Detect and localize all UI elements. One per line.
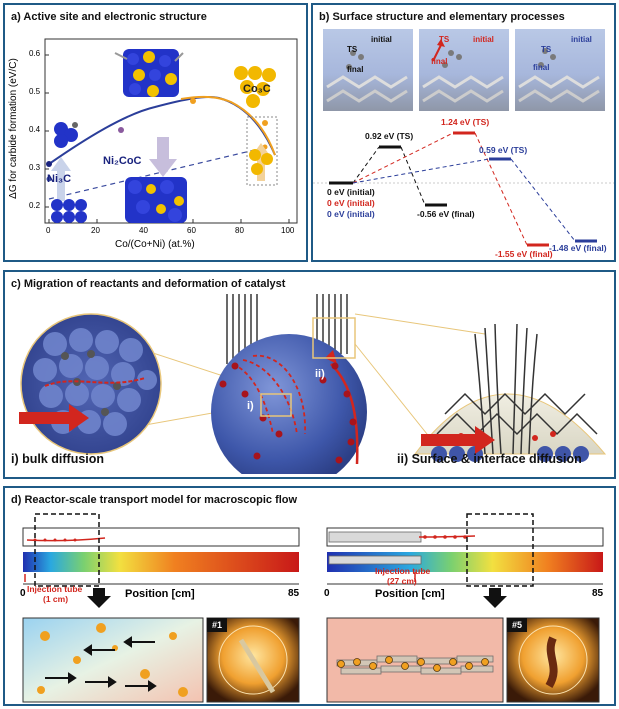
panel-d: d) Reactor-scale transport model for mac…	[3, 486, 616, 706]
left-reactor-tube	[22, 527, 300, 547]
x-tick-100: 100	[281, 226, 295, 235]
left-axis-end: 85	[288, 588, 300, 599]
carbide-formation-plot	[44, 38, 298, 224]
left-injection-label: Injection tube	[27, 584, 83, 594]
panel-b-title: b) Surface structure and elementary proc…	[319, 11, 565, 23]
img3-ts: TS	[541, 45, 552, 54]
img2-initial: initial	[473, 35, 494, 44]
left-axis-start: 0	[20, 588, 26, 599]
x-axis-label: Co/(Co+Ni) (at.%)	[115, 239, 195, 250]
right-injection-value: (27 cm)	[387, 576, 417, 586]
data-point-ni3c	[46, 161, 52, 167]
panel-b: b) Surface structure and elementary proc…	[311, 3, 616, 262]
label-final-black: -0.56 eV (final)	[417, 209, 475, 219]
data-point-co3c	[262, 120, 268, 126]
label-init-black: 0 eV (initial)	[327, 187, 375, 197]
x-tick-20: 20	[91, 226, 100, 235]
y-tick-0.5: 0.5	[29, 87, 41, 96]
img2-final: final	[431, 57, 448, 66]
panel-c: c) Migration of reactants and deformatio…	[3, 270, 616, 479]
panel-c-illustration	[19, 294, 607, 474]
marker-ii: ii)	[315, 368, 325, 380]
left-photo-tag: #1	[212, 620, 223, 630]
right-down-arrow	[483, 588, 507, 608]
cluster-bottom	[125, 177, 187, 223]
right-dashed-box	[466, 513, 534, 587]
x-tick-0: 0	[46, 226, 51, 235]
cluster-co3c-small	[249, 149, 273, 175]
x-tick-80: 80	[235, 226, 244, 235]
panel-c-title: c) Migration of reactants and deformatio…	[11, 278, 286, 290]
data-point-ni2coc	[118, 127, 124, 133]
y-tick-0.4: 0.4	[29, 125, 41, 134]
down-arrow-middle	[149, 137, 177, 177]
panel-d-illustration	[22, 513, 604, 703]
marker-i: i)	[247, 400, 254, 412]
img2-ts: TS	[439, 35, 450, 44]
right-axis-title: Position [cm]	[375, 588, 445, 600]
y-axis-label: ΔG for carbide formation (eV/C)	[7, 58, 19, 199]
cluster-top	[114, 49, 184, 97]
up-arrow-left	[51, 157, 71, 201]
img1-ts: TS	[347, 45, 358, 54]
left-injection-value: (1 cm)	[43, 594, 69, 604]
img3-initial: initial	[571, 35, 592, 44]
caption-bulk-diffusion: i) bulk diffusion	[11, 452, 105, 466]
left-dashed-box	[34, 513, 100, 587]
y-tick-0.2: 0.2	[29, 201, 41, 210]
bulk-arrow	[19, 404, 89, 432]
label-ts-blue: 0.59 eV (TS)	[479, 145, 528, 155]
surface-arrow	[421, 426, 495, 454]
label-init-blue: 0 eV (initial)	[327, 209, 375, 219]
img1-initial: initial	[371, 35, 392, 44]
right-injection-label: Injection tube	[375, 566, 431, 576]
data-point-mid	[190, 98, 196, 104]
right-axis-end: 85	[592, 588, 604, 599]
panel-d-title: d) Reactor-scale transport model for mac…	[11, 494, 298, 506]
x-tick-60: 60	[187, 226, 196, 235]
label-co3c: Co₃C	[243, 83, 271, 95]
energy-diagram	[313, 131, 614, 247]
label-ts-black: 0.92 eV (TS)	[365, 131, 414, 141]
label-final-blue: -1.48 eV (final)	[549, 243, 607, 253]
panel-a: a) Active site and electronic structure	[3, 3, 308, 262]
caption-surface-diffusion: ii) Surface & interface diffusion	[397, 452, 582, 466]
cluster-ni3c-small	[54, 122, 78, 148]
right-photo-tag: #5	[512, 620, 523, 630]
panel-a-title: a) Active site and electronic structure	[11, 11, 207, 23]
label-ts-red: 1.24 eV (TS)	[441, 117, 490, 127]
left-down-arrow	[87, 588, 111, 608]
label-ni3c: Ni₃C	[47, 173, 72, 185]
img1-final: final	[347, 65, 364, 74]
dashed-trend-line	[48, 146, 268, 200]
left-axis-title: Position [cm]	[125, 588, 195, 600]
label-init-red: 0 eV (initial)	[327, 198, 375, 208]
label-ni2coc: Ni₂CoC	[103, 155, 142, 167]
bulk-highlight-box	[260, 393, 292, 417]
surface-highlight-box	[312, 317, 356, 359]
y-tick-0.6: 0.6	[29, 49, 41, 58]
cluster-co3c	[234, 66, 276, 108]
img3-final: final	[533, 63, 550, 72]
x-tick-40: 40	[139, 226, 148, 235]
cluster-ni3c-block	[51, 199, 87, 223]
left-heatmap	[23, 552, 299, 572]
label-final-red: -1.55 eV (final)	[495, 249, 553, 259]
surface-lattice-overlay	[326, 39, 600, 103]
y-tick-0.3: 0.3	[29, 163, 41, 172]
right-axis-start: 0	[324, 588, 330, 599]
left-flow-inset	[22, 617, 204, 703]
